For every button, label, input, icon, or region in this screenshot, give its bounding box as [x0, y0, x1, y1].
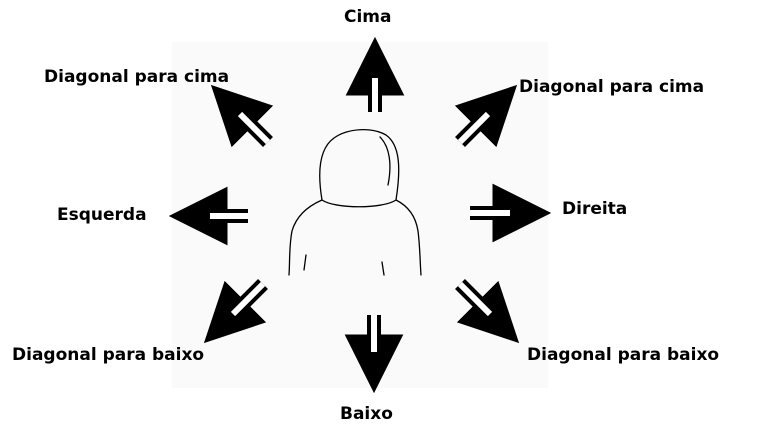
shoulders	[288, 199, 422, 276]
arrow-up-right	[454, 84, 518, 148]
label-left: Esquerda	[57, 205, 147, 225]
hair-detail	[379, 136, 391, 186]
arrow-down-right	[455, 279, 520, 344]
label-down-right: Diagonal para baixo	[527, 345, 720, 365]
label-down-left: Diagonal para baixo	[12, 345, 205, 365]
label-down: Baixo	[340, 404, 393, 424]
label-right: Direita	[562, 199, 628, 219]
hair-outline	[319, 129, 400, 208]
person-back-figure	[288, 129, 422, 276]
label-up-right: Diagonal para cima	[519, 77, 705, 97]
arrow-down-left	[203, 279, 268, 344]
label-up: Cima	[344, 7, 392, 27]
arm-lines	[303, 254, 385, 276]
arrow-up-left	[210, 84, 274, 148]
label-up-left: Diagonal para cima	[44, 67, 230, 87]
